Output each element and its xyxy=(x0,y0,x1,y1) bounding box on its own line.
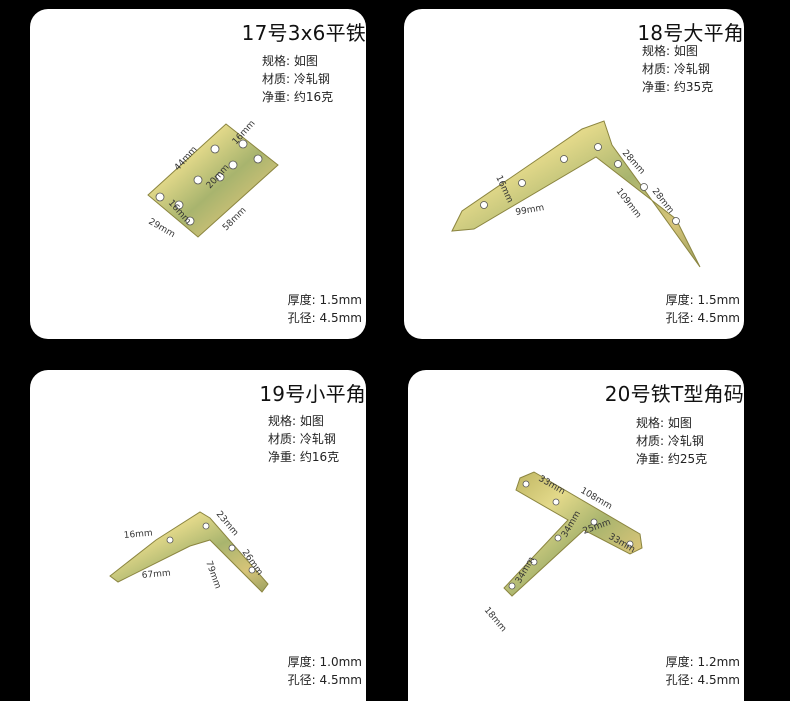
product-card-18[interactable]: 18号大平角 规格: 如图 材质: 冷轧钢 净重: 约35克 16mm 99mm… xyxy=(404,9,744,339)
product-card-19[interactable]: 19号小平角 规格: 如图 材质: 冷轧钢 净重: 约16克 16mm 67mm… xyxy=(30,370,366,701)
spec-weight: 净重: 约16克 xyxy=(268,450,340,464)
spec-weight: 净重: 约35克 xyxy=(642,80,714,94)
spec-thickness: 厚度: 1.5mm xyxy=(287,293,362,307)
spec-material: 材质: 冷轧钢 xyxy=(642,62,710,76)
product-title: 19号小平角 xyxy=(259,382,366,406)
flat-corner-small-drawing: 16mm 67mm 23mm 79mm 26mm xyxy=(109,510,269,593)
corner-holes xyxy=(166,522,256,574)
dim-label: 29mm xyxy=(147,217,177,240)
spec-thickness: 厚度: 1.0mm xyxy=(287,655,362,669)
dim-label: 16mm xyxy=(123,528,153,540)
spec-material: 材质: 冷轧钢 xyxy=(262,72,330,86)
dim-label: 67mm xyxy=(141,568,171,580)
spec-list: 规格: 如图 材质: 冷轧钢 净重: 约16克 xyxy=(262,52,333,106)
product-card-20[interactable]: 20号铁T型角码 规格: 如图 材质: 冷轧钢 净重: 约25克 33mm 10… xyxy=(408,370,744,701)
flat-corner-large-drawing: 16mm 99mm 28mm 109mm 28mm xyxy=(451,120,701,268)
spec-material: 材质: 冷轧钢 xyxy=(268,432,336,446)
dim-label: 109mm xyxy=(614,187,643,221)
spec-list: 规格: 如图 材质: 冷轧钢 净重: 约35克 xyxy=(642,42,713,96)
spec-thickness: 厚度: 1.5mm xyxy=(665,293,740,307)
spec-hole-diameter: 孔径: 4.5mm xyxy=(665,311,740,325)
product-title: 17号3x6平铁 xyxy=(241,21,366,45)
dim-label: 79mm xyxy=(203,560,222,591)
spec-bottom: 厚度: 1.0mm 孔径: 4.5mm xyxy=(288,653,362,689)
bracket-holes xyxy=(508,480,634,590)
flat-plate-drawing: 44mm 16mm 20mm 16mm 29mm 58mm xyxy=(147,119,279,240)
spec-size: 规格: 如图 xyxy=(262,54,318,68)
product-title: 18号大平角 xyxy=(637,21,744,45)
spec-thickness: 厚度: 1.2mm xyxy=(665,655,740,669)
spec-weight: 净重: 约16克 xyxy=(262,90,334,104)
spec-list: 规格: 如图 材质: 冷轧钢 净重: 约25克 xyxy=(636,414,707,468)
plate-holes xyxy=(155,139,263,226)
spec-hole-diameter: 孔径: 4.5mm xyxy=(665,673,740,687)
t-bracket-drawing: 33mm 108mm 34mm 25mm 33mm 34mm 18mm xyxy=(482,471,643,635)
flat-corner-large-image xyxy=(451,120,701,268)
dim-label: 18mm xyxy=(482,606,508,635)
spec-list: 规格: 如图 材质: 冷轧钢 净重: 约16克 xyxy=(268,412,339,466)
spec-size: 规格: 如图 xyxy=(636,416,692,430)
spec-bottom: 厚度: 1.2mm 孔径: 4.5mm xyxy=(666,653,740,689)
corner-holes xyxy=(480,143,680,225)
spec-bottom: 厚度: 1.5mm 孔径: 4.5mm xyxy=(666,291,740,327)
spec-hole-diameter: 孔径: 4.5mm xyxy=(287,311,362,325)
spec-hole-diameter: 孔径: 4.5mm xyxy=(287,673,362,687)
product-title: 20号铁T型角码 xyxy=(604,382,744,406)
flat-corner-small-image xyxy=(109,511,269,593)
spec-size: 规格: 如图 xyxy=(268,414,324,428)
spec-size: 规格: 如图 xyxy=(642,44,698,58)
spec-bottom: 厚度: 1.5mm 孔径: 4.5mm xyxy=(288,291,362,327)
t-bracket-image xyxy=(503,471,643,597)
spec-material: 材质: 冷轧钢 xyxy=(636,434,704,448)
dim-label: 99mm xyxy=(515,203,545,218)
product-card-17[interactable]: 17号3x6平铁 规格: 如图 材质: 冷轧钢 净重: 约16克 44mm 16… xyxy=(30,9,366,339)
spec-weight: 净重: 约25克 xyxy=(636,452,708,466)
